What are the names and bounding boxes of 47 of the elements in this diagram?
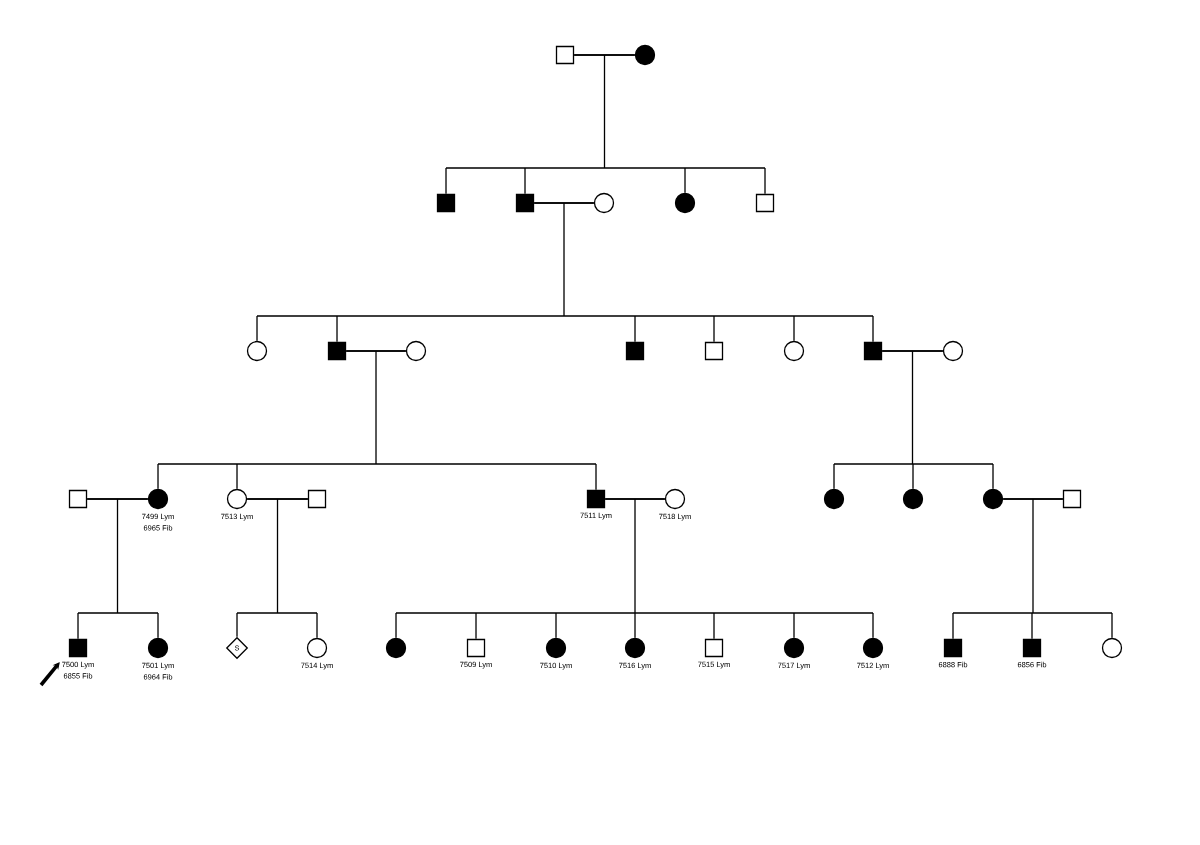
circle-symbol (593, 192, 615, 214)
circle-symbol (674, 192, 696, 214)
circle-symbol (664, 488, 686, 510)
circle-symbol (783, 637, 805, 659)
descent-line (833, 350, 994, 490)
square-symbol (1022, 638, 1042, 658)
square-symbol (436, 193, 456, 213)
square-symbol (307, 489, 327, 509)
circle-symbol (306, 637, 328, 659)
square-symbol (515, 193, 535, 213)
square-symbol (327, 341, 347, 361)
square-symbol (68, 489, 88, 509)
descent-line (395, 498, 874, 640)
circle-symbol (405, 340, 427, 362)
circle-symbol (634, 44, 656, 66)
circle-symbol (624, 637, 646, 659)
descent-line (256, 202, 874, 343)
square-symbol (1062, 489, 1082, 509)
circle-symbol (545, 637, 567, 659)
descent-line (77, 498, 159, 640)
circle-symbol (942, 340, 964, 362)
circle-symbol (385, 637, 407, 659)
square-symbol (704, 341, 724, 361)
square-symbol (586, 489, 606, 509)
square-symbol (863, 341, 883, 361)
circle-symbol (902, 488, 924, 510)
circle-symbol (147, 488, 169, 510)
circle-symbol (246, 340, 268, 362)
descent-line (236, 498, 318, 639)
circle-symbol (862, 637, 884, 659)
descent-line (157, 350, 597, 491)
circle-symbol (147, 637, 169, 659)
circle-symbol (1101, 637, 1123, 659)
circle-symbol (982, 488, 1004, 510)
circle-symbol (823, 488, 845, 510)
descent-line (445, 54, 766, 195)
square-symbol (68, 638, 88, 658)
circle-symbol (783, 340, 805, 362)
square-symbol (704, 638, 724, 658)
square-symbol (943, 638, 963, 658)
square-symbol (466, 638, 486, 658)
circle-symbol (226, 488, 248, 510)
square-symbol (555, 45, 575, 65)
descent-line (952, 498, 1113, 640)
square-symbol (755, 193, 775, 213)
square-symbol (625, 341, 645, 361)
proband-arrow (39, 662, 60, 687)
